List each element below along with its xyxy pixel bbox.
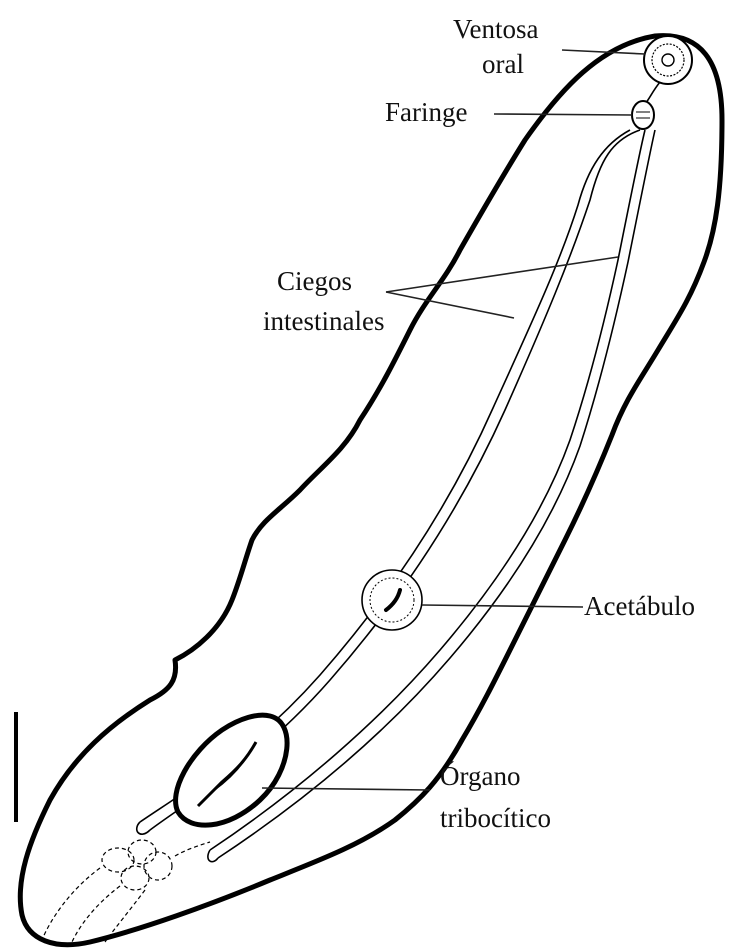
leader-ciegos-lower: [386, 292, 514, 318]
tribocytic-organ: [176, 715, 288, 825]
leader-acetabulo: [422, 605, 583, 607]
leader-ciegos-upper: [386, 257, 618, 292]
body-outline: [20, 36, 722, 945]
label-acetabulo: Acetábulo: [584, 591, 695, 621]
label-ventosa-oral-line2: oral: [482, 49, 524, 79]
label-faringe: Faringe: [385, 97, 467, 127]
leader-faringe: [494, 114, 632, 115]
label-organo-line2: tribocítico: [440, 803, 551, 833]
oral-sucker: [644, 36, 692, 84]
label-ciegos-line2: intestinales: [263, 306, 384, 336]
label-ventosa-oral-line1: Ventosa: [453, 14, 538, 44]
leader-ventosa-oral: [562, 50, 645, 54]
leader-organo: [262, 788, 430, 790]
label-ciegos-line1: Ciegos: [277, 266, 352, 296]
acetabulum: [362, 570, 422, 630]
label-organo-line1: Órgano: [440, 761, 521, 791]
posterior-structures: [42, 840, 210, 942]
pharynx: [632, 82, 660, 129]
